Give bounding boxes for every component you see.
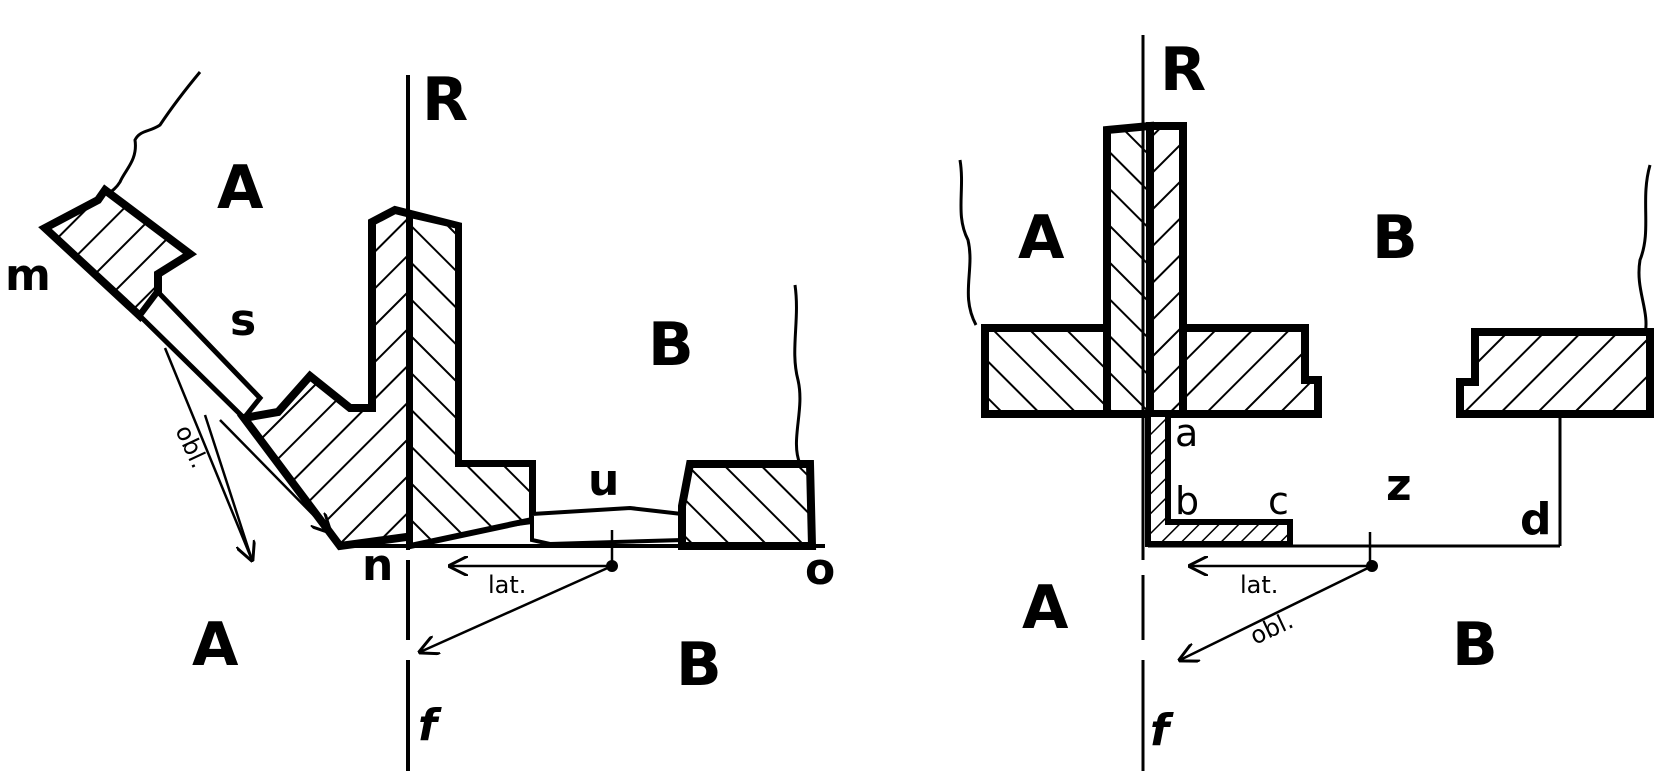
right-label-obl: obl. bbox=[1246, 606, 1298, 650]
left-label-A-top: A bbox=[217, 153, 264, 223]
left-obl-arrow-bottom bbox=[420, 564, 613, 652]
left-label-m: m bbox=[5, 250, 51, 301]
right-break-line-left bbox=[958, 159, 978, 326]
right-slab-far bbox=[1456, 328, 1654, 418]
left-gap-u bbox=[530, 505, 684, 547]
right-label-a: a bbox=[1175, 411, 1198, 455]
left-label-n: n bbox=[362, 540, 393, 591]
left-obl-arrow-1 bbox=[163, 347, 252, 560]
left-wall-block-m bbox=[38, 184, 198, 322]
left-label-u: u bbox=[588, 455, 619, 506]
right-label-R: R bbox=[1160, 35, 1206, 105]
right-post-right-half bbox=[1146, 122, 1187, 418]
right-label-c: c bbox=[1268, 479, 1289, 523]
left-label-lat: lat. bbox=[488, 571, 526, 599]
right-obl-arrow bbox=[1180, 564, 1373, 660]
left-label-obl: obl. bbox=[170, 421, 214, 473]
left-label-B-bottom: B bbox=[676, 630, 722, 700]
right-figure: R A B a b c z d lat. obl. A B f bbox=[958, 35, 1654, 771]
left-figure: R A m s B u n o obl. lat. A B f bbox=[5, 65, 835, 771]
left-right-block bbox=[678, 460, 817, 550]
left-obl-arrow-3 bbox=[219, 419, 330, 532]
right-label-A-bottom: A bbox=[1022, 573, 1069, 643]
right-break-line-right bbox=[1637, 164, 1652, 336]
right-label-z: z bbox=[1386, 460, 1412, 511]
right-label-f: f bbox=[1150, 705, 1174, 756]
left-label-o: o bbox=[805, 544, 835, 595]
left-obl-arrow-2 bbox=[203, 414, 254, 561]
right-l-plate bbox=[1145, 411, 1293, 547]
right-label-d: d bbox=[1520, 494, 1552, 545]
left-label-R: R bbox=[422, 65, 468, 135]
left-label-f: f bbox=[418, 700, 442, 751]
left-label-A-bottom: A bbox=[192, 610, 239, 680]
right-label-lat: lat. bbox=[1240, 571, 1278, 599]
left-label-s: s bbox=[230, 295, 256, 346]
left-break-line-right bbox=[793, 284, 802, 465]
right-label-b: b bbox=[1175, 479, 1199, 523]
left-spacer-s bbox=[136, 288, 264, 422]
left-post-right-half bbox=[407, 211, 535, 550]
left-break-line-top bbox=[104, 71, 202, 198]
left-label-B-mid: B bbox=[648, 310, 694, 380]
right-label-A-top: A bbox=[1018, 203, 1065, 273]
right-label-B-top: B bbox=[1372, 203, 1418, 273]
right-label-B-bottom: B bbox=[1452, 610, 1498, 680]
